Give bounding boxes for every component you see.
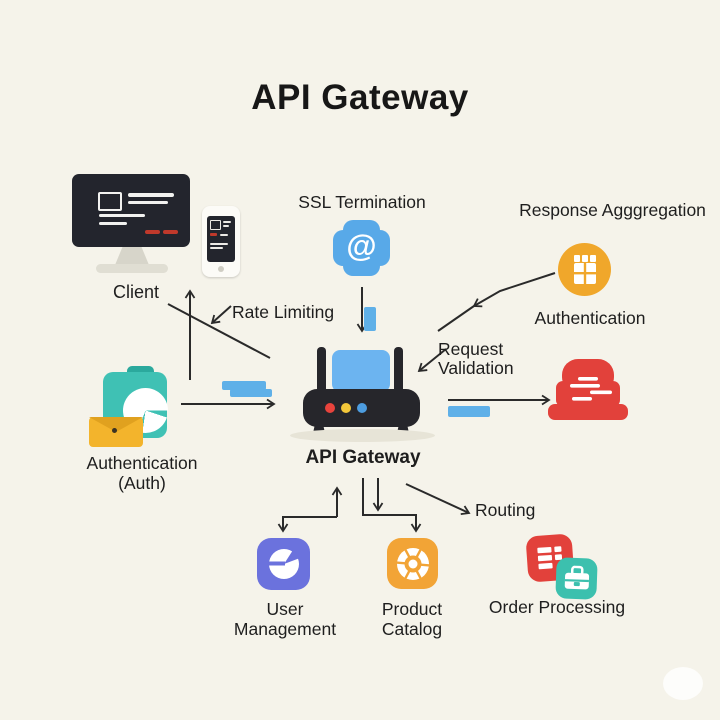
router-icon [303, 389, 420, 427]
line-authservice-to-gateway-tail [437, 305, 475, 332]
arrow-authservice-to-gateway [472, 272, 556, 308]
response-aggregation-label: Response Agggregation [519, 200, 706, 220]
envelope-icon [89, 417, 143, 447]
request-packet [448, 406, 490, 417]
router-shadow [290, 429, 435, 442]
smartphone-icon [202, 206, 240, 277]
phone-home-button-icon [218, 266, 224, 272]
monitor-base-icon [96, 264, 168, 273]
routing-label: Routing [475, 500, 536, 520]
indicator-yellow-icon [341, 403, 351, 413]
request-packet [364, 307, 376, 331]
product-catalog-label: Product Catalog [381, 599, 443, 639]
request-packet [222, 381, 266, 390]
arrow-gateway-to-routing [405, 483, 471, 516]
page-title: API Gateway [251, 78, 469, 117]
router-foot-icon [397, 425, 409, 433]
rate-limiting-label: Rate Limiting [232, 302, 335, 322]
api-gateway-label: API Gateway [305, 447, 421, 468]
list-grid-icon [537, 546, 563, 570]
product-catalog-icon [387, 538, 438, 589]
monitor-icon [72, 174, 190, 247]
antenna-left-icon [317, 347, 326, 395]
monitor-stand-icon [115, 247, 149, 265]
arrow-gateway-to-usermgmt [277, 516, 337, 533]
watermark [663, 667, 703, 700]
castle-icon [573, 254, 596, 284]
ssl-termination-label: SSL Termination [298, 192, 426, 212]
arrow-gateway-to-productcatalog [362, 478, 422, 533]
indicator-blue-icon [357, 403, 367, 413]
indicator-red-icon [325, 403, 335, 413]
gateway-screen-icon [332, 350, 390, 392]
order-processing-label: Order Processing [488, 597, 626, 617]
castle-badge-icon [558, 243, 611, 296]
authentication-service-label: Authentication [534, 308, 646, 328]
antenna-right-icon [394, 347, 403, 395]
briefcase-icon [564, 565, 589, 589]
order-list-icon [525, 533, 575, 583]
user-management-icon [257, 538, 310, 590]
stamp-icon [548, 359, 628, 420]
request-validation-label: Request Validation [438, 339, 514, 378]
request-packet [230, 389, 272, 397]
pie-segments-icon [266, 549, 300, 579]
envelope-dot-icon [112, 428, 117, 433]
arrow-rate-limiting-pointer [210, 305, 232, 325]
router-foot-icon [313, 425, 325, 433]
shutter-icon [394, 547, 431, 580]
order-processing-icon [555, 557, 598, 600]
client-auth-label: Authentication (Auth) [86, 453, 198, 493]
user-management-label: User Management [233, 599, 337, 639]
client-label: Client [112, 282, 160, 302]
ssl-badge-icon: @ [333, 220, 390, 276]
at-sign-icon: @ [346, 228, 377, 263]
